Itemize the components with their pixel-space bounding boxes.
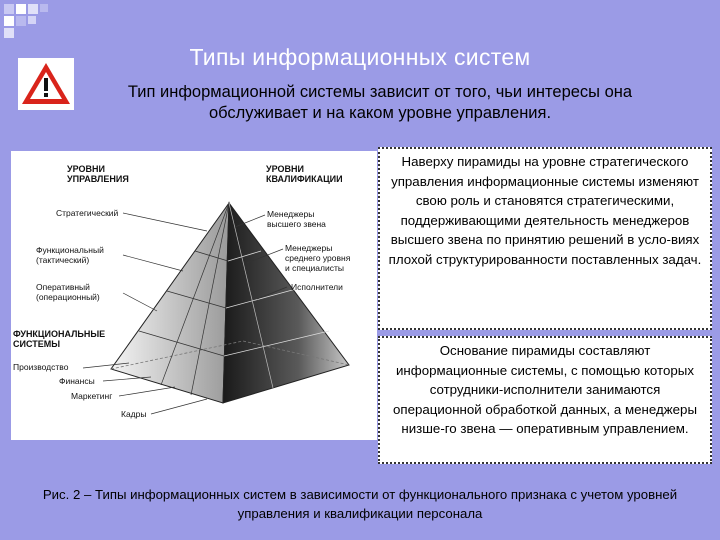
label-strategic: Стратегический <box>56 208 119 218</box>
slide-title: Типы информационных систем <box>189 44 531 70</box>
functional-systems-heading: ФУНКЦИОНАЛЬНЫЕ СИСТЕМЫ <box>13 329 106 349</box>
label-top-managers: Менеджеры высшего звена <box>267 209 326 229</box>
label-mid-managers: Менеджеры среднего уровня и специалисты <box>285 243 351 273</box>
left-levels-heading: УРОВНИ УПРАВЛЕНИЯ <box>67 164 129 184</box>
pyramid-figure: УРОВНИ УПРАВЛЕНИЯ УРОВНИ КВАЛИФИКАЦИИ Ст… <box>11 151 377 440</box>
figure-caption: Рис. 2 – Типы информационных систем в за… <box>42 487 678 521</box>
pyramid-diagram <box>82 201 350 415</box>
label-executors: Исполнители <box>291 282 343 292</box>
label-operational: Оперативный (операционный) <box>36 282 100 302</box>
slide-subtitle: Тип информационной системы зависит от то… <box>127 83 633 122</box>
text-box-bottom: Основание пирамиды составляют информацио… <box>378 336 712 464</box>
warning-triangle-icon <box>16 58 76 110</box>
text-box-top: Наверху пирамиды на уровне стратегическо… <box>378 147 712 330</box>
label-functional: Функциональный (тактический) <box>36 245 104 265</box>
right-levels-heading: УРОВНИ КВАЛИФИКАЦИИ <box>266 164 343 184</box>
label-production: Производство <box>13 362 69 372</box>
label-finance: Финансы <box>59 376 95 386</box>
label-marketing: Маркетинг <box>71 391 113 401</box>
label-staff: Кадры <box>121 409 147 419</box>
